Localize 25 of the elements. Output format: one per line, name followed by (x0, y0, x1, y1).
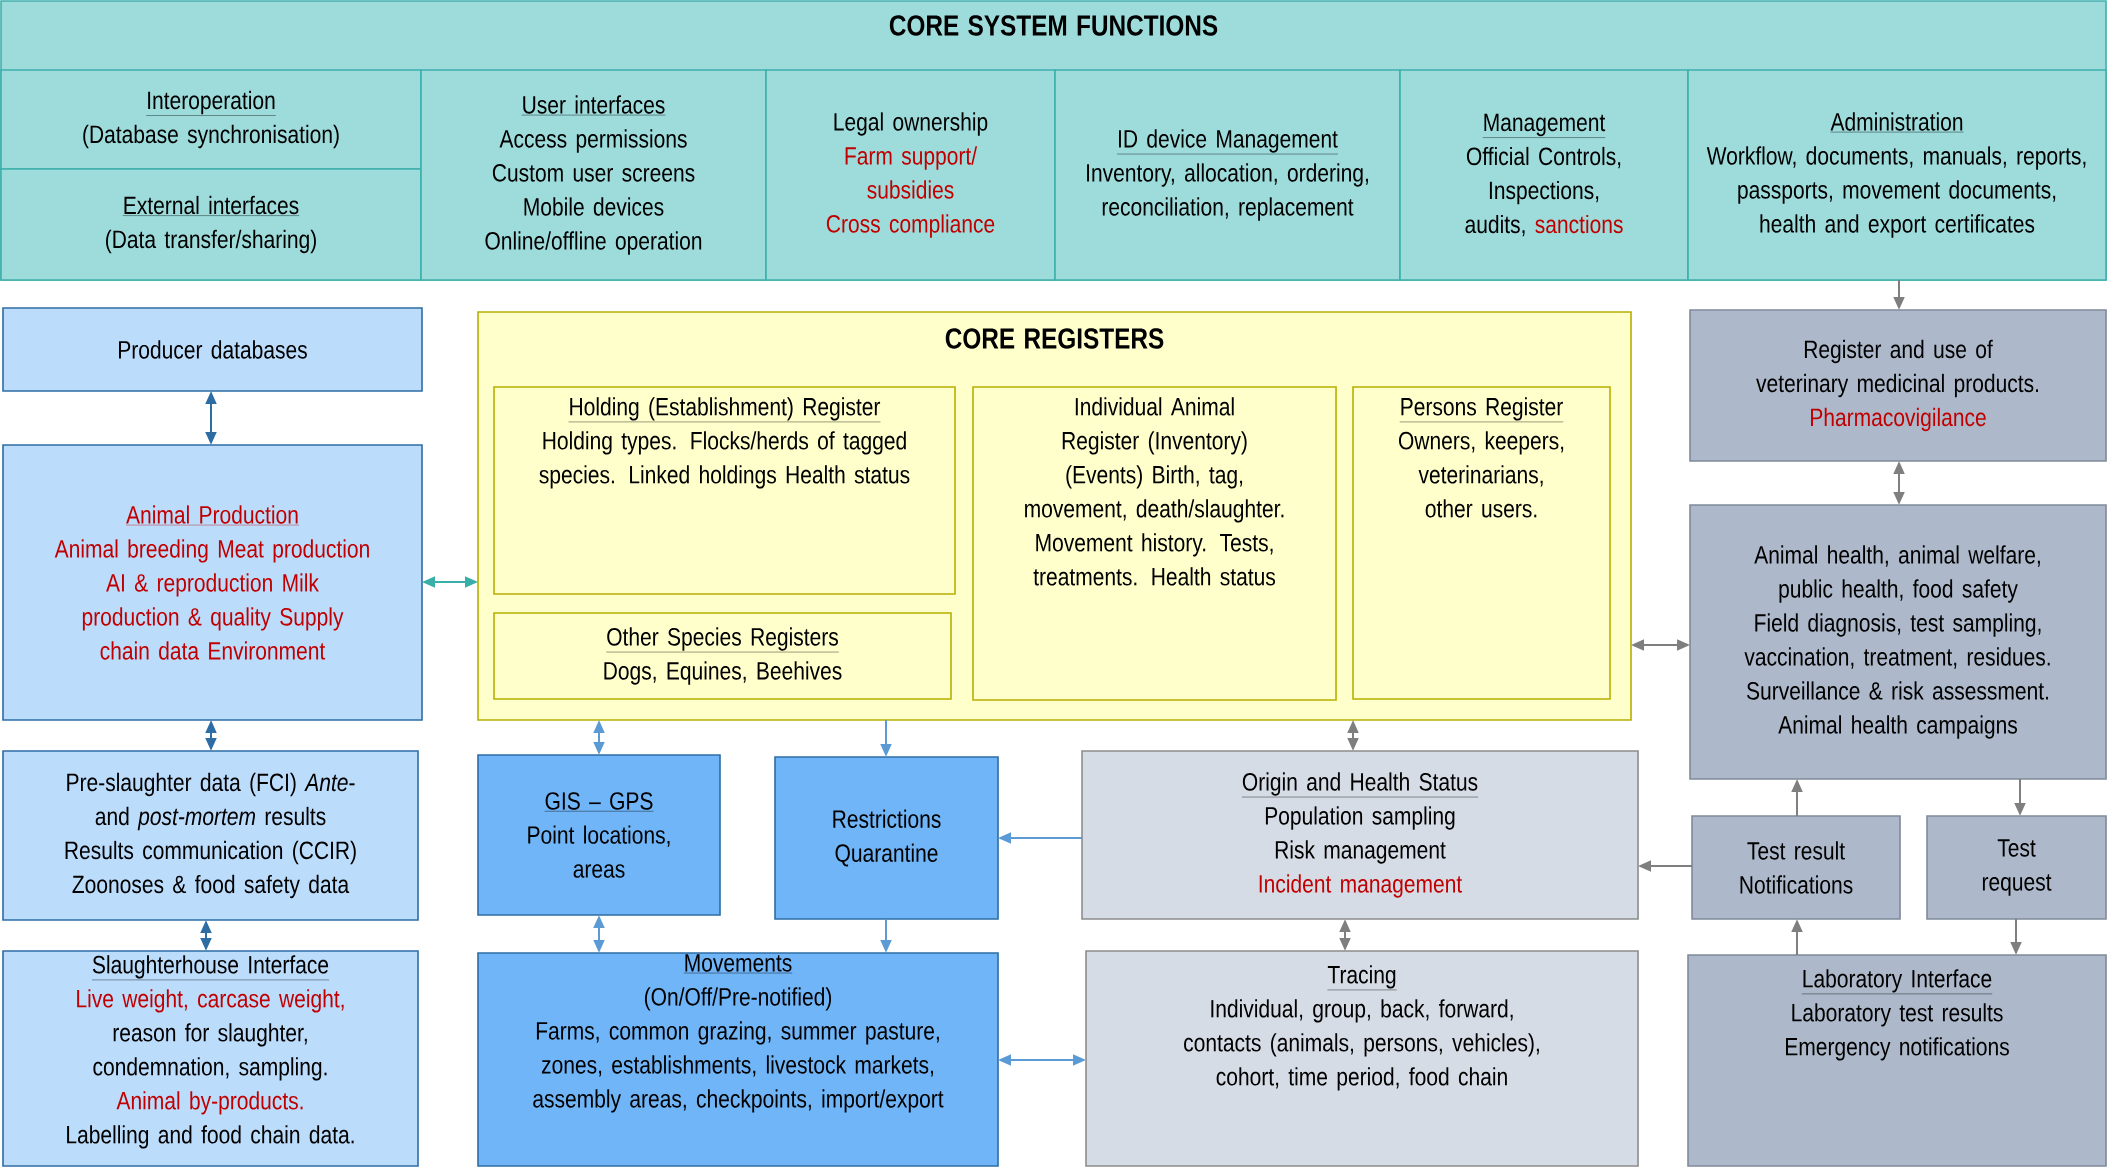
function-cell: Legal ownership Farm support/ subsidies Cross compliance (765, 69, 1056, 281)
process-box: Test request (1926, 815, 2107, 920)
process-box: Animal Production Animal breeding Meat production AI & reproduction Milk production & quality Supply chain data Environment (2, 444, 423, 721)
function-cell: External interfaces (Data transfer/sharing) (0, 168, 422, 281)
register-box: Holding (Establishment) Register Holding types. Flocks/herds of tagged species. Linked holdings Health status (493, 386, 956, 595)
function-cell: User interfaces Access permissions Custom user screens Mobile devices Online/offline operation (420, 69, 767, 281)
process-box: Laboratory Interface Laboratory test results Emergency notifications (1687, 954, 2107, 1167)
process-box: Test result Notifications (1691, 815, 1901, 920)
function-cell: Management Official Controls, Inspections, audits, sanctions (1399, 69, 1689, 281)
process-box: Pre-slaughter data (FCI) Ante- and post-mortem results Results communication (CCIR) Zoonoses & food safety data (2, 750, 419, 921)
function-cell: Interoperation (Database synchronisation) (0, 69, 422, 170)
register-box: Other Species Registers Dogs, Equines, Beehives (493, 612, 952, 700)
process-box: Producer databases (2, 307, 423, 392)
function-cell: ID device Management Inventory, allocation, ordering, reconciliation, replacement (1054, 69, 1401, 281)
process-box: Tracing Individual, group, back, forward, contacts (animals, persons, vehicles), cohort, time period, food chain (1085, 950, 1639, 1167)
process-box: Slaughterhouse Interface Live weight, carcase weight, reason for slaughter, condemnation, sampling. Animal by-products. Labelling and food chain data. (2, 950, 419, 1167)
process-box: Register and use of veterinary medicinal products. Pharmacovigilance (1689, 309, 2107, 462)
register-box: Individual Animal Register (Inventory) (Events) Birth, tag, movement, death/slaughter. Movement history. Tests, treatments. Health status (972, 386, 1337, 701)
function-cell: Administration Workflow, documents, manuals, reports, passports, movement documents, health and export certificates (1687, 69, 2107, 281)
process-box: Movements (On/Off/Pre-notified) Farms, common grazing, summer pasture, zones, establishments, livestock markets, assembly areas, checkpoints, import/export (477, 952, 999, 1167)
process-box: GIS – GPS Point locations, areas (477, 754, 721, 916)
register-box: Persons Register Owners, keepers, veterinarians, other users. (1352, 386, 1611, 700)
process-box: Animal health, animal welfare, public health, food safety Field diagnosis, test sampling, vaccination, treatment, residues. Surveillance & risk assessment. Animal health campaigns (1689, 504, 2107, 780)
process-box: Restrictions Quarantine (774, 756, 999, 920)
process-box: Origin and Health Status Population sampling Risk management Incident management (1081, 750, 1639, 920)
